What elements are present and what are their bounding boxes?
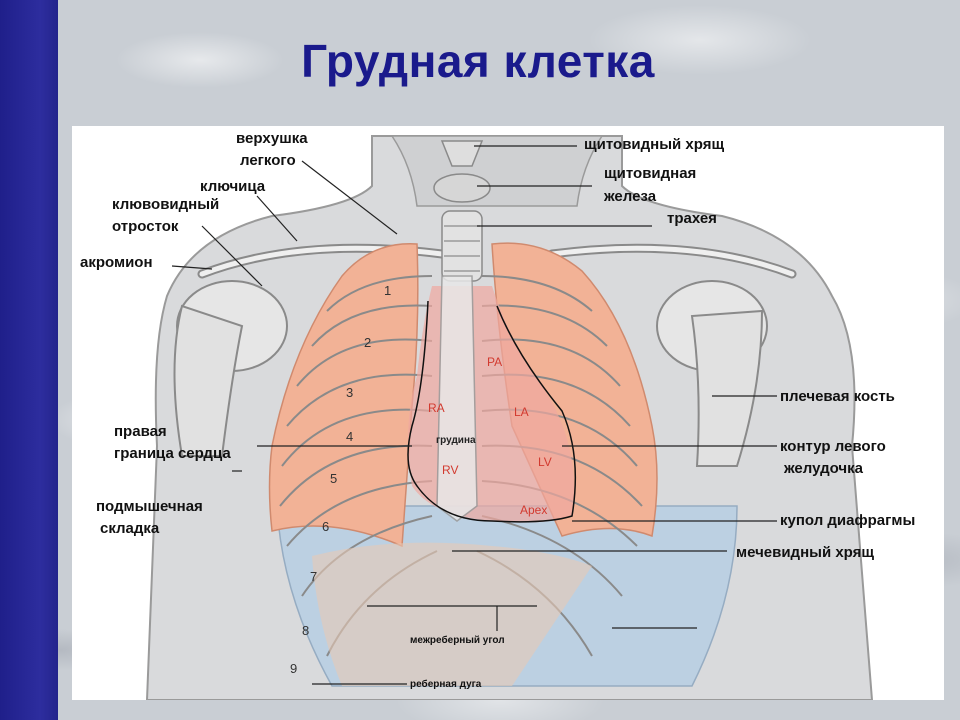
right-humerus xyxy=(173,304,244,457)
lv-contour-label-line1: контур левого xyxy=(780,438,886,455)
left-clavicle-fill xyxy=(549,245,795,277)
right-heart-border-label-line1: правая xyxy=(114,423,167,440)
coracoid-label-line2: отросток xyxy=(112,218,179,235)
liver-shape xyxy=(312,542,592,686)
thyroid-gland-shape xyxy=(433,173,491,203)
clavicle-label: ключица xyxy=(200,178,266,195)
thyroid-gland-label-line1: щитовидная xyxy=(604,165,697,182)
xiphoid-label: мечевидный хрящ xyxy=(736,544,875,561)
rib-number-6: 6 xyxy=(322,519,330,534)
slide-title: Грудная клетка xyxy=(301,35,655,87)
humerus-label: плечевая кость xyxy=(780,388,895,405)
slide-side-bar xyxy=(0,0,58,720)
rib-number-5: 5 xyxy=(330,471,338,486)
trachea-rings xyxy=(444,225,480,272)
rib-number-2: 2 xyxy=(364,335,372,350)
trachea-label: трахея xyxy=(667,210,717,227)
chamber-la-label: LA xyxy=(514,405,529,419)
lv-contour-label-line2: желудочка xyxy=(784,460,863,477)
rib-number-8: 8 xyxy=(302,623,310,638)
axillary-fold-label-line2: складка xyxy=(100,520,160,537)
thyroid-gland-label-line2: железа xyxy=(604,188,657,205)
apex-lung-label-line2: легкого xyxy=(240,152,296,169)
heart-contour-line xyxy=(407,300,577,523)
rib-number-1: 1 xyxy=(384,283,392,298)
intercostal-angle-label: межреберный угол xyxy=(410,635,505,646)
chamber-apex-label: Apex xyxy=(520,503,548,517)
chamber-rv-label: RV xyxy=(442,463,459,477)
chamber-pa-label: PA xyxy=(487,355,503,369)
axillary-fold-label-line1: подмышечная xyxy=(96,498,203,515)
chest-diagram xyxy=(145,135,874,700)
costal-arch-label: реберная дуга xyxy=(410,679,482,690)
rib-number-3: 3 xyxy=(346,385,354,400)
chamber-lv-label: LV xyxy=(538,455,552,469)
diaphragm-dome-label: купол диафрагмы xyxy=(780,512,916,529)
right-heart-border-label-line2: граница сердца xyxy=(114,445,231,462)
apex-lung-label-line1: верхушка xyxy=(236,130,308,147)
right-lung xyxy=(268,243,419,548)
rib-number-7: 7 xyxy=(310,569,318,584)
coracoid-label-line1: клювовидный xyxy=(112,196,220,213)
leader-lines xyxy=(171,145,777,685)
diagram-panel: RA RV PA LA LV Apex грудина 1 2 3 4 5 6 … xyxy=(72,126,944,700)
left-humerus xyxy=(690,309,764,467)
acromion-label: акромион xyxy=(80,254,153,271)
sternum-label: грудина xyxy=(436,435,476,446)
thyroid-cartilage-label: щитовидный хрящ xyxy=(584,136,725,153)
rib-number-9: 9 xyxy=(290,661,298,676)
chamber-ra-label: RA xyxy=(428,401,445,415)
rib-number-4: 4 xyxy=(346,429,354,444)
thyroid-cartilage-shape xyxy=(440,140,484,167)
sternum-shape xyxy=(436,275,478,522)
